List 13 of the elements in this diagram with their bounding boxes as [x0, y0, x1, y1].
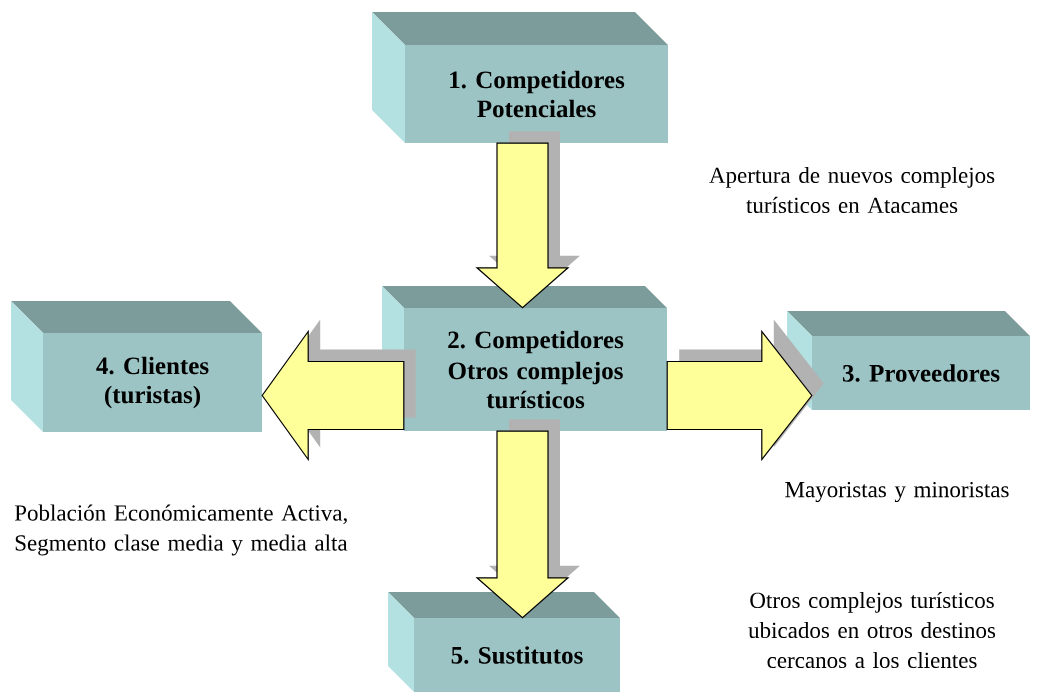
note-text: Mayoristas y minoristas [785, 481, 1009, 503]
block-arrow [666, 319, 824, 462]
block-box: 4. Clientes (turistas) [11, 301, 262, 432]
note-text: Otros complejos turísticos ubicados en otros destinos cercanos a los clientes [748, 591, 996, 669]
block-box: 5. Sustitutos [388, 592, 620, 692]
block-arrow [475, 131, 580, 309]
block-box: 1. Competidores Potenciales [372, 12, 668, 143]
block-arrow [475, 419, 580, 619]
note-text: Población Económicamente Activa, Segmento clase media y media alta [14, 504, 348, 556]
block-box: 2. Competidores Otros complejos turísticos [382, 286, 667, 431]
note-text: Apertura de nuevos complejos turísticos en Atacames [709, 166, 995, 214]
block-box: 3. Proveedores [787, 311, 1030, 410]
block-arrow [261, 319, 416, 462]
